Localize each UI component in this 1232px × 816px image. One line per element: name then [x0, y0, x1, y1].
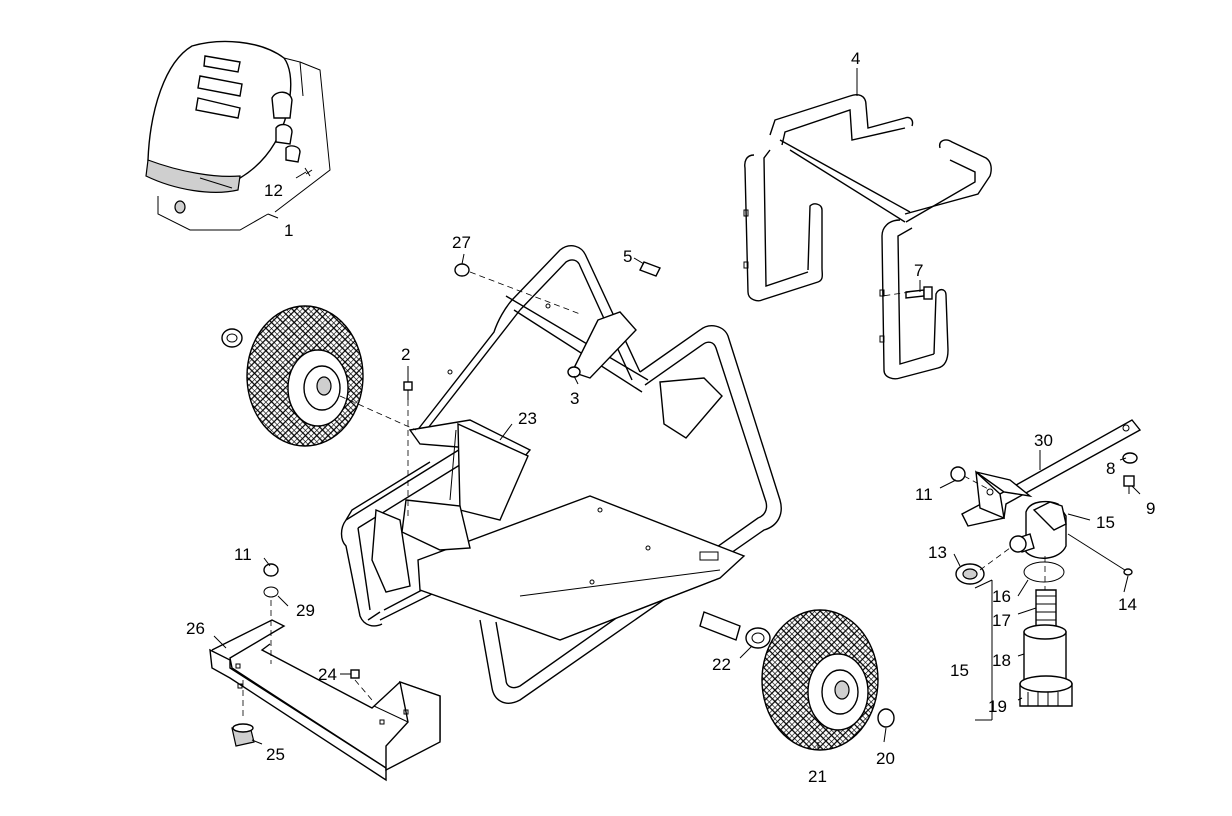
label-part-18: 18	[992, 651, 1011, 670]
label-part-20: 20	[876, 749, 895, 768]
part-number-labels: 1 2 3 4 5 7 8 9 11 11 12 13 14 15 15 16 …	[186, 49, 1155, 786]
push-handle-part	[743, 94, 992, 380]
wheel-right-part	[761, 609, 895, 751]
label-part-15-upper: 15	[1096, 513, 1115, 532]
label-part-2: 2	[401, 345, 410, 364]
label-part-8: 8	[1106, 459, 1115, 478]
label-part-13: 13	[928, 543, 947, 562]
label-part-16: 16	[992, 587, 1011, 606]
label-part-11-right: 11	[915, 485, 933, 504]
label-part-4: 4	[851, 49, 860, 68]
label-part-5: 5	[623, 247, 632, 266]
label-part-15-lower: 15	[950, 661, 969, 680]
label-part-7: 7	[914, 261, 923, 280]
label-part-9: 9	[1146, 499, 1155, 518]
bolt-7-part	[905, 286, 933, 300]
label-part-21: 21	[808, 767, 827, 786]
label-part-3: 3	[570, 389, 579, 408]
main-frame-part	[340, 245, 782, 704]
wheel-left-part	[221, 305, 364, 447]
label-part-27: 27	[452, 233, 471, 252]
label-part-14: 14	[1118, 595, 1137, 614]
label-part-25: 25	[266, 745, 285, 764]
label-part-22: 22	[712, 655, 731, 674]
label-part-23: 23	[518, 409, 537, 428]
axle-part	[699, 611, 771, 649]
hood-cover-part	[145, 40, 331, 231]
leader-lines	[213, 68, 1141, 750]
label-part-1: 1	[284, 221, 293, 240]
label-part-30: 30	[1034, 431, 1053, 450]
label-part-29: 29	[296, 601, 315, 620]
label-part-12: 12	[264, 181, 283, 200]
label-part-19: 19	[988, 697, 1007, 716]
label-part-26: 26	[186, 619, 205, 638]
label-part-17: 17	[992, 611, 1011, 630]
foot-bracket-part	[209, 619, 441, 782]
label-part-24: 24	[318, 665, 337, 684]
pump-bracket-part	[950, 419, 1142, 721]
label-part-11-left: 11	[234, 545, 252, 564]
